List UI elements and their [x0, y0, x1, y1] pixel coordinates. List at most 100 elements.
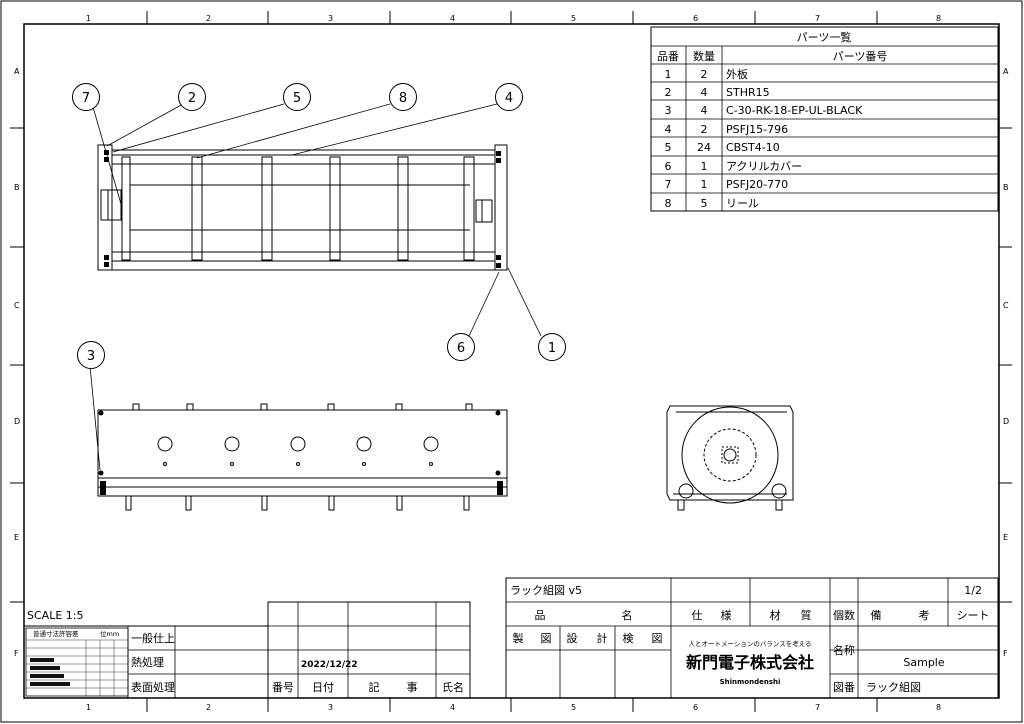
part-number: STHR15	[726, 86, 770, 99]
approval-label: 図	[541, 632, 552, 645]
balloon-1	[538, 333, 566, 361]
side-view	[666, 405, 794, 511]
col-label: 2	[206, 14, 211, 23]
col-label: 5	[571, 703, 576, 712]
title-header: 材	[770, 608, 781, 622]
col-label: 4	[450, 703, 455, 712]
part-number: アクリルカバー	[726, 160, 802, 173]
front-view	[97, 403, 508, 511]
part-no: 5	[665, 141, 672, 154]
name-label: 名称	[833, 643, 855, 657]
parts-table: パーツ一覧 品番 数量 パーツ番号 1 2 外板 2 4 STHR15 3 4 …	[650, 26, 999, 212]
top-view	[97, 144, 508, 271]
balloons: 7 2 5 8 4 6 1 3	[72, 83, 566, 369]
part-qty: 2	[701, 123, 708, 136]
col-label: 5	[571, 14, 576, 23]
col-label: 7	[815, 14, 820, 23]
part-qty: 5	[701, 197, 708, 210]
parts-table-title: パーツ一覧	[797, 30, 852, 44]
row-label: C	[1003, 301, 1009, 310]
tolerance-block: SCALE 1:5 普通寸法許容差 位mm 一般仕上	[24, 609, 268, 698]
company-name: 新門電子株式会社	[686, 653, 814, 672]
company-name-en: Shinmondenshi	[720, 678, 781, 686]
col-label: 1	[86, 703, 91, 712]
title-header: 様	[721, 608, 732, 622]
col-label: 2	[206, 703, 211, 712]
title-header: 考	[919, 609, 930, 622]
sheet-number: 1/2	[964, 584, 982, 597]
col-label: 7	[815, 703, 820, 712]
scale-label: SCALE 1:5	[27, 609, 83, 622]
part-qty: 1	[701, 178, 708, 191]
approval-label: 図	[652, 632, 663, 645]
title-block: ラック組図 v5 1/2 品 名 仕 様 材 質 個数 備 考 シート 製 図 …	[505, 577, 999, 699]
title-header: 仕	[692, 609, 703, 622]
part-qty: 4	[701, 104, 708, 117]
part-no: 2	[665, 86, 672, 99]
part-number: 外板	[726, 67, 748, 81]
part-number: CBST4-10	[726, 141, 780, 154]
balloon-label: 5	[293, 91, 301, 106]
title-header: 品	[535, 609, 546, 622]
zone-ticks	[10, 11, 1012, 712]
balloon-label: 3	[87, 349, 95, 364]
row-label: A	[14, 67, 20, 76]
part-qty: 4	[701, 86, 708, 99]
approval-label: 検	[623, 631, 634, 645]
part-number: リール	[726, 197, 759, 210]
balloon-label: 4	[505, 91, 513, 106]
part-no: 1	[665, 68, 672, 81]
balloon-8	[389, 83, 417, 111]
parts-header: パーツ番号	[833, 50, 888, 63]
parts-header: 品番	[657, 50, 679, 63]
tolerance-unit: 位mm	[100, 629, 119, 638]
tolerance-row: 熱処理	[131, 656, 164, 669]
tolerance-row: 表面処理	[131, 680, 175, 694]
leaders	[89, 103, 542, 471]
title-header: 備	[871, 609, 882, 622]
approval-label: 製	[513, 631, 524, 645]
part-no: 3	[665, 104, 672, 117]
top-view-fasteners	[104, 150, 501, 268]
row-label: E	[1003, 533, 1008, 542]
part-qty: 1	[701, 160, 708, 173]
title-header: シート	[957, 609, 990, 622]
col-label: 3	[328, 703, 333, 712]
part-number: PSFJ15-796	[726, 123, 788, 136]
revision-block: 2022/12/22 番号 日付 記 事 氏名	[267, 601, 471, 699]
front-view-fasteners	[98, 410, 503, 495]
part-no: 4	[665, 123, 672, 136]
col-label: 4	[450, 14, 455, 23]
col-label: 6	[693, 14, 698, 23]
title-header: 質	[801, 608, 812, 622]
revision-header: 事	[407, 681, 418, 694]
revision-header: 番号	[272, 681, 294, 694]
parts-header: 数量	[693, 50, 715, 63]
row-label: E	[14, 533, 19, 542]
part-no: 6	[665, 160, 672, 173]
revision-header: 記	[369, 680, 380, 694]
balloon-label: 8	[399, 91, 407, 106]
col-label: 8	[936, 703, 941, 712]
part-number: PSFJ20-770	[726, 178, 788, 191]
row-label: F	[14, 649, 19, 658]
part-no: 7	[665, 178, 672, 191]
revision-date: 2022/12/22	[301, 660, 358, 670]
row-label: C	[14, 301, 20, 310]
balloon-label: 6	[457, 341, 465, 356]
revision-header: 氏名	[442, 680, 464, 694]
row-label: D	[1003, 417, 1009, 426]
col-label: 6	[693, 703, 698, 712]
dwg-no-label: 図番	[833, 681, 855, 694]
part-qty: 2	[701, 68, 708, 81]
balloon-label: 1	[548, 341, 556, 356]
col-label: 1	[86, 14, 91, 23]
balloon-6	[447, 333, 475, 361]
balloon-2	[178, 83, 206, 111]
balloon-label: 2	[188, 91, 196, 106]
drawing-name: ラック組図 v5	[510, 584, 582, 597]
company-tagline: 人とオートメーションのバランスを考える	[688, 640, 811, 648]
part-no: 8	[665, 197, 672, 210]
